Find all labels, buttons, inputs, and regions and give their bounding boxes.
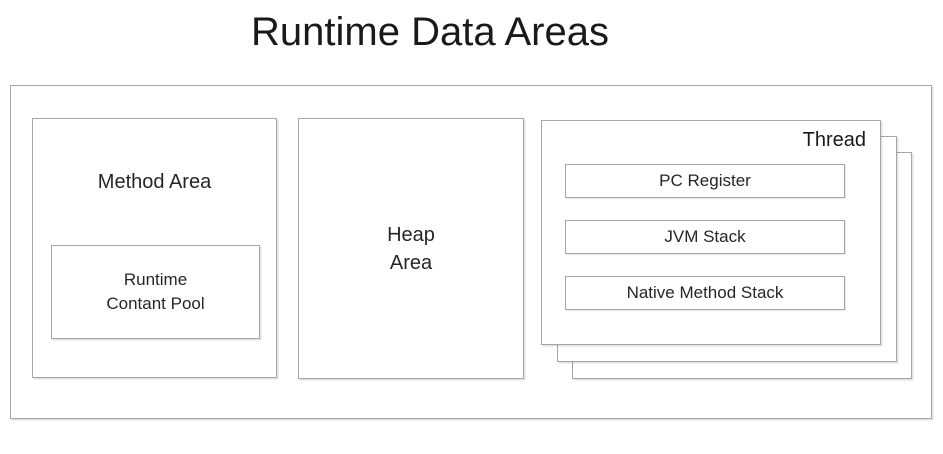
native-method-stack-box: Native Method Stack	[565, 276, 845, 310]
runtime-constant-pool-box: Runtime Contant Pool	[51, 245, 260, 339]
method-area-label: Method Area	[97, 171, 212, 193]
heap-area-box: Heap Area	[298, 118, 524, 379]
jvm-stack-box: JVM Stack	[565, 220, 845, 254]
thread-box: Thread PC Register JVM Stack Native Meth…	[541, 120, 881, 345]
page-title: Runtime Data Areas	[251, 10, 609, 54]
runtime-constant-pool-label-line-1: Runtime	[123, 270, 188, 289]
method-area-box: Method Area Runtime Contant Pool	[32, 118, 277, 378]
heap-area-label-line-2: Area	[389, 251, 433, 274]
pc-register-box: PC Register	[565, 164, 845, 198]
heap-area-label-line-1: Heap	[387, 223, 435, 246]
runtime-data-areas-container: Method Area Runtime Contant Pool Heap Ar…	[10, 85, 932, 419]
thread-label: Thread	[802, 129, 866, 151]
runtime-constant-pool-label-line-2: Contant Pool	[106, 294, 205, 313]
